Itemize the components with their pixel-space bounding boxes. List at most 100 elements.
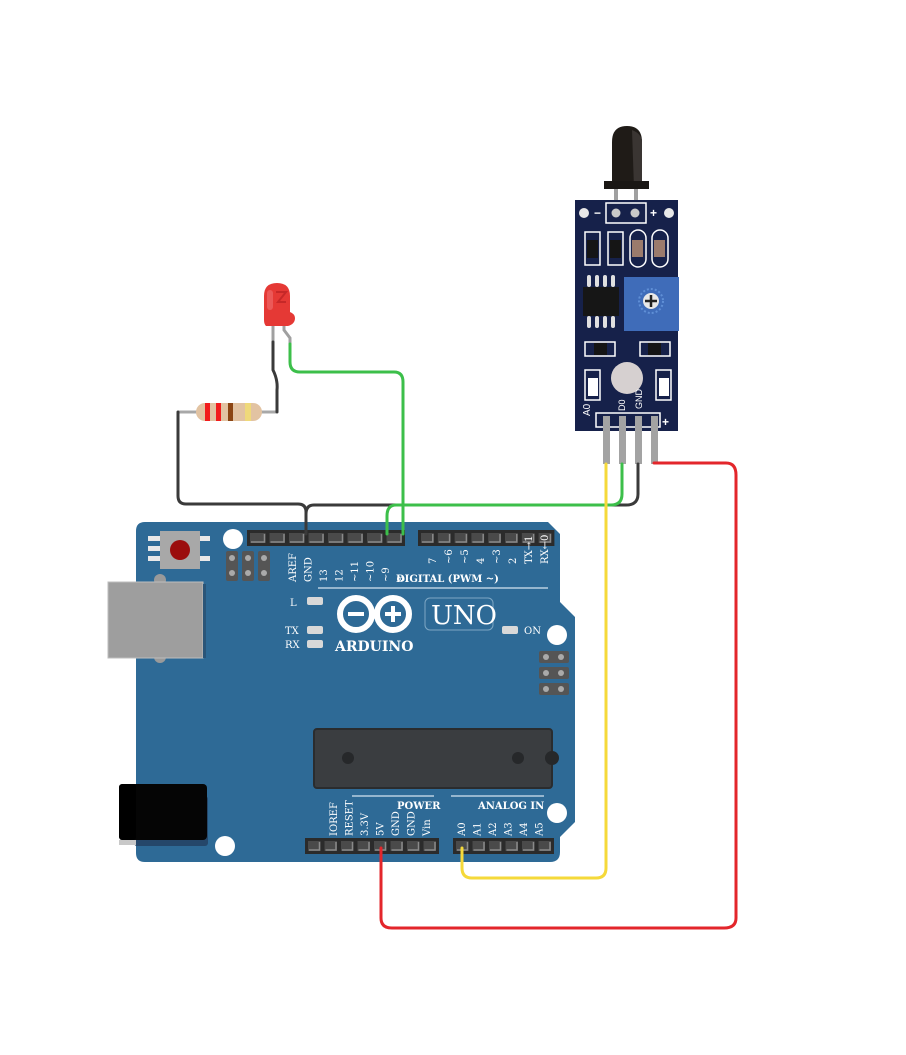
analog-pin-label: A5	[535, 822, 546, 837]
power-pin-socket[interactable]	[423, 841, 437, 851]
mounting-hole	[547, 625, 567, 645]
led-indicator-rx: RX	[285, 640, 323, 651]
power-pin-socket[interactable]	[324, 841, 338, 851]
analog-pin-socket[interactable]	[522, 841, 535, 851]
digital-pin-label: ~3	[492, 549, 503, 564]
digital-pin-socket[interactable]	[250, 533, 266, 543]
digital-section-label: DIGITAL (PWM ~)	[396, 574, 499, 585]
icsp-header-top	[226, 551, 270, 581]
reset-button[interactable]	[148, 531, 210, 569]
power-section-label: POWER	[397, 801, 441, 812]
icsp-header-right	[539, 651, 569, 695]
digital-pin-socket[interactable]	[367, 533, 383, 543]
usb-connector	[107, 574, 206, 663]
sensor-mount-hole	[579, 208, 589, 218]
svg-text:L: L	[290, 598, 297, 609]
digital-pin-socket[interactable]	[471, 533, 485, 543]
digital-pin-socket[interactable]	[437, 533, 451, 543]
svg-text:A0: A0	[582, 403, 593, 416]
wires	[176, 340, 738, 930]
uno-badge-text: UNO	[431, 601, 497, 631]
digital-pin-socket[interactable]	[454, 533, 468, 543]
digital-pin-socket[interactable]	[538, 533, 552, 543]
digital-pin-socket[interactable]	[488, 533, 501, 543]
digital-pin-label: ~9	[381, 567, 392, 582]
power-pin-socket[interactable]	[308, 841, 321, 851]
digital-pin-label: ~10	[366, 561, 377, 582]
power-pin-label: 5V	[376, 822, 387, 836]
arduino-logo-text: ARDUINO	[334, 639, 413, 655]
power-pin-label: RESET	[345, 800, 356, 836]
sensor-mount-hole	[664, 208, 674, 218]
ir-flame-receiver	[604, 126, 649, 211]
analog-pin-label: A3	[504, 822, 515, 837]
led-indicator-on: ON	[502, 626, 541, 637]
digital-pin-socket[interactable]	[521, 533, 535, 543]
analog-pin-socket[interactable]	[456, 841, 469, 851]
analog-pin-label: A2	[488, 822, 499, 837]
digital-pin-label: TX→1	[524, 535, 535, 564]
digital-pin-label: 7	[428, 558, 439, 564]
digital-pin-label: 13	[319, 569, 330, 582]
power-header	[305, 838, 439, 854]
analog-pin-socket[interactable]	[472, 841, 486, 851]
power-pin-socket[interactable]	[357, 841, 371, 851]
mounting-hole	[223, 529, 243, 549]
analog-pin-label: A0	[457, 822, 468, 837]
analog-pin-label: A1	[473, 822, 484, 837]
mounting-hole	[547, 803, 567, 823]
wire-sensor-d0-to-pin-8[interactable]	[385, 462, 624, 536]
digital-pin-socket[interactable]	[386, 533, 403, 543]
digital-pin-socket[interactable]	[505, 533, 518, 543]
analog-pin-socket[interactable]	[489, 841, 502, 851]
digital-pin-label: 12	[335, 569, 346, 582]
power-pin-socket[interactable]	[374, 841, 387, 851]
digital-pin-label: 8	[397, 576, 408, 582]
atmega-chip	[313, 728, 559, 789]
uno-badge	[424, 597, 494, 631]
digital-pin-label: ~6	[444, 549, 455, 564]
wire-sensor-vcc-to-5v[interactable]	[379, 461, 738, 930]
digital-pin-label: AREF	[288, 553, 299, 583]
digital-pin-socket[interactable]	[269, 533, 286, 543]
power-pin-socket[interactable]	[341, 841, 354, 851]
digital-pin-labels-left: AREF GND 13 12 ~11 ~10 ~9 8	[288, 553, 408, 583]
svg-text:RX: RX	[285, 640, 301, 651]
analog-pin-socket[interactable]	[505, 841, 519, 851]
arduino-logo-icon	[337, 595, 412, 633]
power-pin-label: IOREF	[329, 802, 340, 836]
svg-text:ON: ON	[524, 626, 541, 637]
power-pin-label: Vin	[422, 819, 433, 837]
sensor-plus-label: +	[650, 206, 657, 220]
analog-pin-label: A4	[519, 822, 530, 837]
power-pin-socket[interactable]	[407, 841, 420, 851]
power-pin-label: GND	[391, 811, 402, 836]
wire-sensor-gnd-to-arduino-gnd[interactable]	[304, 462, 640, 516]
digital-pin-socket[interactable]	[289, 533, 305, 543]
svg-text:D0: D0	[617, 399, 627, 411]
smd-components	[584, 229, 669, 268]
wire-led-anode-to-pin-9[interactable]	[288, 342, 405, 536]
wire-led-cathode-to-resistor[interactable]	[271, 340, 279, 414]
wire-sensor-a0-to-arduino-a0[interactable]	[460, 462, 608, 880]
digital-pin-label: ~11	[350, 561, 361, 582]
digital-pin-socket[interactable]	[308, 533, 325, 543]
digital-pin-label: GND	[304, 557, 315, 582]
analog-pin-socket[interactable]	[538, 841, 552, 851]
sensor-pins	[603, 416, 658, 464]
sensor-status-leds	[584, 341, 671, 357]
sensor-minus-label: −	[594, 206, 601, 220]
potentiometer[interactable]	[624, 277, 679, 331]
digital-pin-socket[interactable]	[347, 533, 364, 543]
power-pin-socket[interactable]	[390, 841, 404, 851]
digital-header-left	[247, 530, 405, 546]
digital-pin-label: 4	[476, 558, 487, 564]
digital-pin-socket[interactable]	[328, 533, 344, 543]
power-pin-label: 3.3V	[360, 812, 371, 836]
wire-resistor-to-gnd[interactable]	[176, 410, 308, 536]
power-jack	[119, 784, 208, 846]
sensor-side-resistors	[584, 369, 672, 401]
digital-pin-socket[interactable]	[421, 533, 434, 543]
